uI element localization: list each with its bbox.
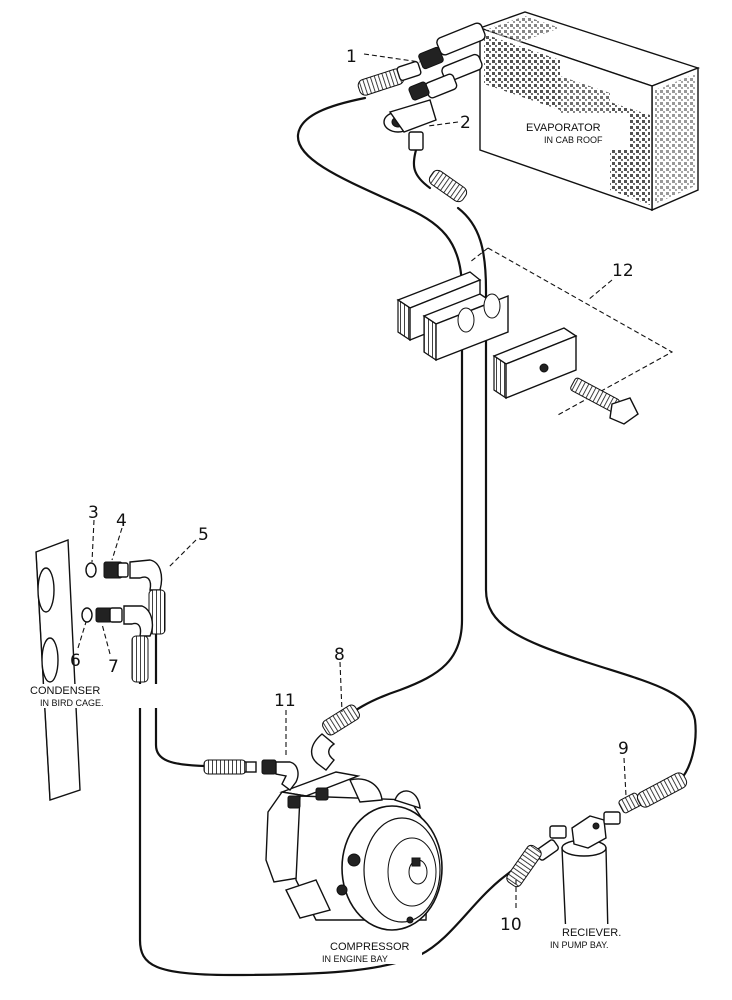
callout-8: 8 [334, 645, 345, 665]
condenser-title: CONDENSER [30, 685, 100, 697]
leader-lines [77, 53, 627, 908]
evaporator-fittings [357, 22, 486, 203]
condenser-fittings [81, 559, 166, 683]
callout-1: 1 [346, 47, 357, 67]
condenser: CONDENSER IN BIRD CAGE. [22, 539, 162, 801]
callout-12: 12 [612, 261, 634, 281]
callout-10: 10 [500, 915, 522, 935]
evaporator-title: EVAPORATOR [526, 122, 601, 134]
compressor-fittings [203, 704, 360, 791]
receiver-location: IN PUMP BAY. [550, 940, 609, 950]
callout-5: 5 [198, 525, 209, 545]
receiver-title: RECIEVER. [562, 927, 621, 939]
condenser-location: IN BIRD CAGE. [40, 698, 104, 708]
clamp-bolt [570, 377, 639, 425]
callout-3: 3 [88, 503, 99, 523]
receiver: RECIEVER. IN PUMP BAY. [506, 772, 688, 950]
compressor: COMPRESSOR IN ENGINE BAY [265, 771, 443, 964]
callout-11: 11 [274, 691, 296, 711]
callout-7: 7 [108, 657, 119, 677]
callout-4: 4 [116, 511, 127, 531]
callout-numbers: 1 2 3 4 5 6 7 8 9 10 11 12 [70, 47, 634, 935]
compressor-location: IN ENGINE BAY [322, 954, 388, 964]
evaporator-location: IN CAB ROOF [544, 135, 603, 145]
evaporator: EVAPORATOR IN CAB ROOF [477, 11, 701, 212]
callout-9: 9 [618, 739, 629, 759]
callout-6: 6 [70, 651, 81, 671]
compressor-title: COMPRESSOR [330, 941, 410, 953]
clamp-assembly [396, 247, 674, 425]
callout-2: 2 [460, 113, 471, 133]
